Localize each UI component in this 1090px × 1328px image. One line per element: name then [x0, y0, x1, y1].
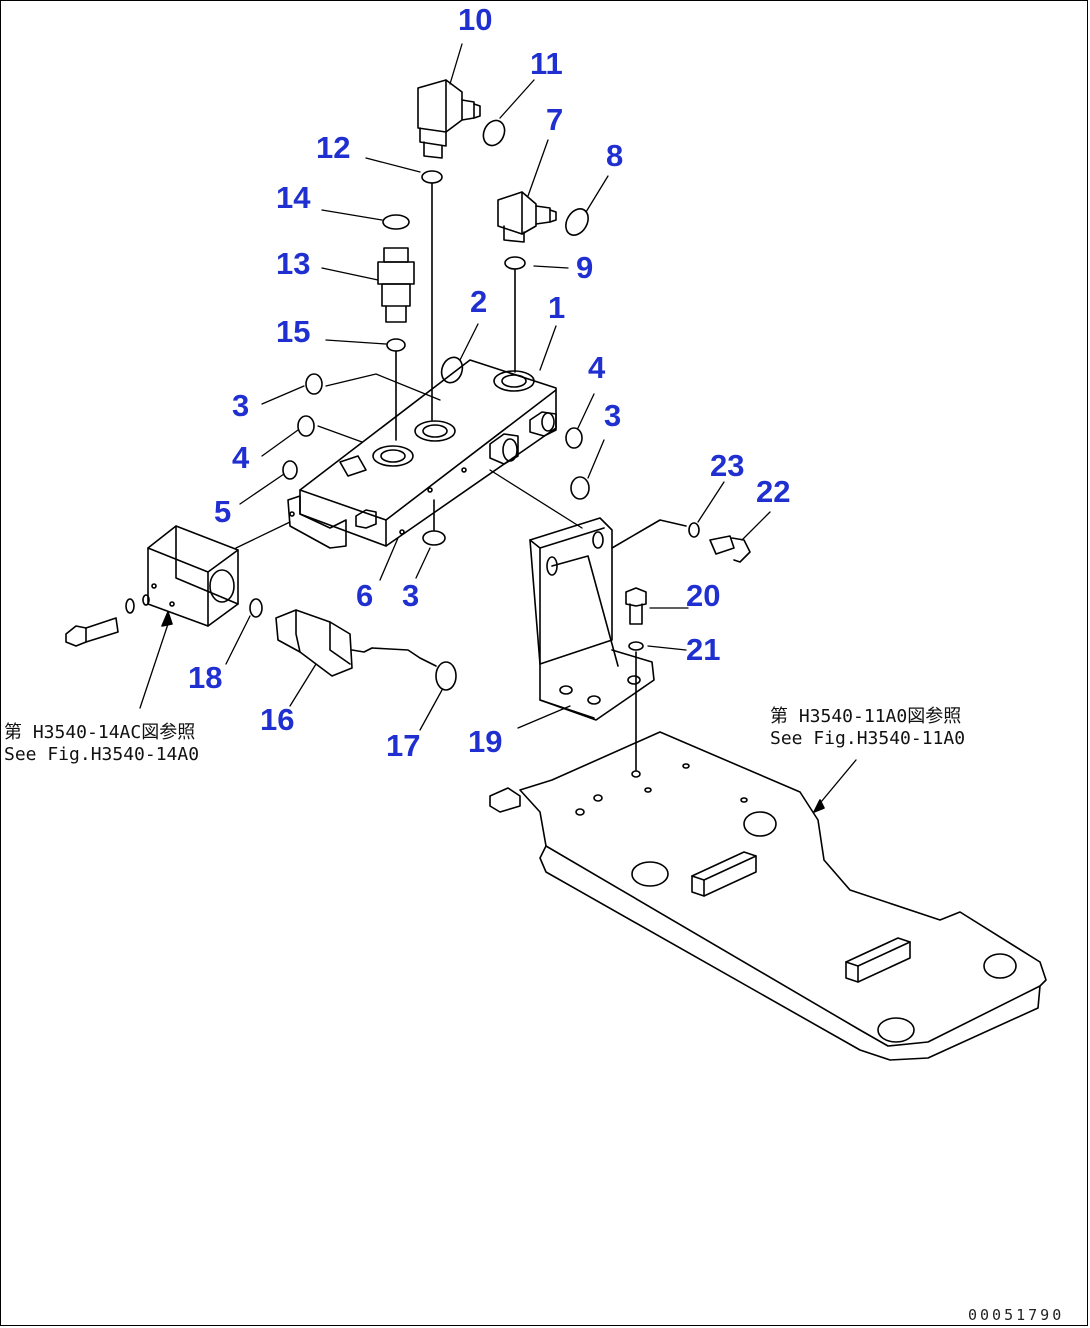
part-6-plug: [399, 529, 405, 535]
part-8-o-ring: [565, 208, 589, 236]
callout-1: 1: [548, 290, 566, 325]
callout-9: 9: [576, 250, 594, 285]
callout-14: 14: [276, 180, 311, 215]
reference-note-right: 第 H3540-11A0図参照 See Fig.H3540-11A0: [770, 706, 965, 750]
leader-lines: [139, 43, 857, 809]
part-3-o-ring-bottom: [422, 530, 446, 546]
callout-3-left: 3: [232, 388, 250, 423]
callout-21: 21: [686, 632, 721, 667]
callout-19: 19: [468, 724, 503, 759]
part-4-o-ring-left: [297, 415, 315, 437]
part-3-o-ring-right: [570, 476, 590, 500]
document-id: 00051790: [968, 1306, 1065, 1324]
solenoid-bolt: [65, 594, 150, 647]
part-16-connector: [275, 609, 437, 677]
reference-note-left-line2: See Fig.H3540-14A0: [4, 744, 200, 765]
callout-8: 8: [606, 138, 624, 173]
part-14-o-ring: [382, 214, 410, 230]
reference-note-left: 第 H3540-14AC図参照 See Fig.H3540-14A0: [4, 722, 199, 766]
reference-note-left-line1: 第 H3540-14AC図参照: [4, 722, 196, 743]
callout-10: 10: [458, 2, 493, 37]
callout-6: 6: [356, 578, 374, 613]
part-13-adapter: [377, 247, 415, 323]
part-9-o-ring: [504, 256, 526, 270]
part-10-elbow-connector: [417, 79, 481, 159]
part-1-valve-block: [287, 359, 557, 549]
callout-4-left: 4: [232, 440, 250, 475]
part-18-o-ring: [249, 598, 263, 618]
part-19-bracket: [529, 517, 687, 721]
callout-4-right: 4: [588, 350, 606, 385]
callout-3-bottom: 3: [402, 578, 420, 613]
part-4-o-ring-right: [565, 427, 583, 449]
callout-11: 11: [530, 46, 563, 81]
callout-17: 17: [386, 728, 421, 763]
part-3-o-ring-left: [305, 373, 323, 395]
callout-5: 5: [214, 494, 232, 529]
callout-2: 2: [470, 284, 488, 319]
part-22-bolt: [709, 535, 751, 563]
callout-7: 7: [546, 102, 564, 137]
base-plate: [489, 731, 1047, 1061]
callout-16: 16: [260, 702, 295, 737]
part-7-elbow-fitting: [497, 191, 557, 243]
part-12-o-ring: [421, 170, 443, 184]
solenoid-body: [147, 525, 239, 627]
part-15-o-ring: [386, 338, 406, 352]
part-2-o-ring: [440, 356, 464, 384]
part-20-bolt: [625, 587, 647, 625]
callout-22: 22: [756, 474, 791, 509]
callout-13: 13: [276, 246, 311, 281]
callout-18: 18: [188, 660, 223, 695]
callout-3-right: 3: [604, 398, 622, 433]
reference-note-right-line2: See Fig.H3540-11A0: [770, 728, 966, 749]
reference-note-right-line1: 第 H3540-11A0図参照: [770, 706, 962, 727]
block-side-fittings: [355, 411, 557, 529]
callout-23: 23: [710, 448, 745, 483]
callout-15: 15: [276, 314, 311, 349]
part-21-washer: [628, 641, 644, 651]
part-17-cap: [435, 661, 457, 691]
part-11-o-ring: [482, 119, 506, 147]
callout-20: 20: [686, 578, 721, 613]
callout-12: 12: [316, 130, 351, 165]
part-23-washer: [688, 522, 700, 538]
part-5-o-ring: [282, 460, 298, 480]
